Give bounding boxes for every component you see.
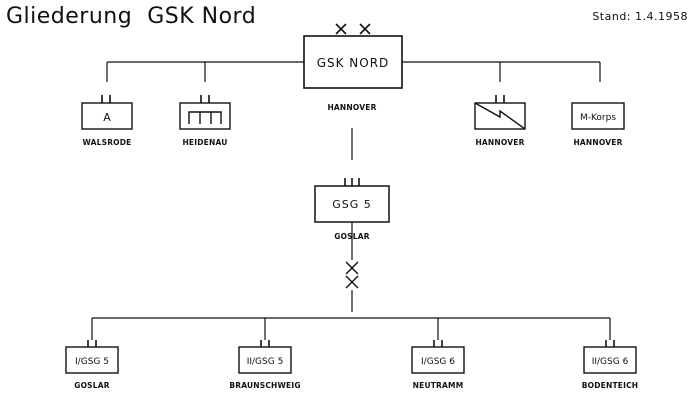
unit-label: I/GSG 6: [421, 357, 455, 367]
unit-box: [411, 346, 465, 374]
stand-date: Stand: 1.4.1958: [592, 10, 688, 23]
unit-label: A: [103, 111, 111, 124]
echelon-icon: [87, 340, 97, 347]
unit-location: BODENTEICH: [582, 381, 639, 390]
echelon-icon: [495, 95, 505, 103]
unit-location: HANNOVER: [327, 103, 376, 112]
page-title: Gliederung GSK Nord: [6, 4, 257, 29]
battalion-unit: II/GSG 6 BODENTEICH: [582, 340, 639, 390]
unit-label: M-Korps: [580, 113, 616, 123]
unit-location: WALSRODE: [82, 138, 131, 147]
heidenau-unit: HEIDENAU: [179, 95, 231, 147]
walsrode-unit: A WALSRODE: [81, 95, 133, 147]
unit-box: [571, 102, 625, 130]
echelon-icon: [605, 340, 615, 347]
unit-box: [65, 346, 119, 374]
unit-box: [179, 102, 231, 130]
unit-location: GOSLAR: [74, 381, 110, 390]
comb-symbol-icon: [188, 111, 222, 124]
echelon-icon: [260, 340, 270, 347]
echelon-icon: [433, 340, 443, 347]
unit-label: GSG 5: [332, 198, 372, 211]
unit-label: II/GSG 6: [592, 357, 629, 367]
unit-location: NEUTRAMM: [413, 381, 464, 390]
unit-location: HEIDENAU: [182, 138, 227, 147]
unit-location: HANNOVER: [573, 138, 622, 147]
hannover-signal-unit: HANNOVER: [474, 95, 526, 147]
echelon-icon: [344, 178, 360, 186]
unit-label: GSK NORD: [317, 56, 390, 70]
mkorps-unit: M-Korps HANNOVER: [571, 102, 625, 147]
unit-box: [81, 102, 133, 130]
unit-box: [583, 346, 637, 374]
unit-box: [314, 185, 390, 223]
battalion-unit: I/GSG 6 NEUTRAMM: [411, 340, 465, 390]
battalion-unit: I/GSG 5 GOSLAR: [65, 340, 119, 390]
echelon-icon: [200, 95, 210, 103]
gsg5-unit: GSG 5 GOSLAR: [314, 178, 390, 241]
hq-unit: GSK NORD HANNOVER: [303, 23, 403, 112]
xx-echelon-icon: [335, 23, 371, 35]
battalion-unit: II/GSG 5 BRAUNSCHWEIG: [229, 340, 300, 390]
unit-box: [238, 346, 292, 374]
unit-box: [303, 35, 403, 89]
unit-label: II/GSG 5: [247, 357, 284, 367]
unit-location: BRAUNSCHWEIG: [229, 381, 300, 390]
signal-bolt-icon: [474, 102, 526, 130]
unit-location: HANNOVER: [475, 138, 524, 147]
x-marker: [345, 261, 359, 289]
echelon-icon: [101, 95, 111, 103]
unit-location: GOSLAR: [334, 232, 370, 241]
unit-label: I/GSG 5: [75, 357, 109, 367]
